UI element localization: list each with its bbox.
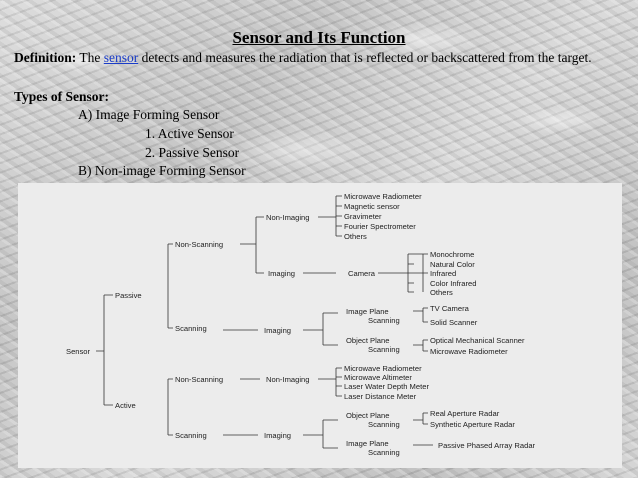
active-object-plane-item-1: Real Aperture Radar [430,409,500,418]
active-image-plane-scanning: Scanning [368,448,400,457]
definition-text: detects and measures the radiation that … [141,50,592,65]
camera-item-3: Infrared [430,269,456,278]
active-image-plane-label: Image Plane [346,439,389,448]
active-imaging: Imaging [264,431,291,440]
sensor-link[interactable]: sensor [103,50,139,65]
passive-nonimaging: Non-Imaging [266,213,309,222]
nonimaging-item-3: Gravimeter [344,212,382,221]
active-nonimaging: Non-Imaging [266,375,309,384]
image-plane-label: Image Plane [346,307,389,316]
nonimaging-item-4: Fourier Spectrometer [344,222,416,231]
sensor-classification-diagram: Sensor Passive Active Non-Scanning Scann… [18,183,622,468]
type-non-image-forming: B) Non-image Forming Sensor [78,163,246,178]
passive-scanning-imaging: Imaging [264,326,291,335]
camera-item-5: Others [430,288,453,297]
passive-imaging: Imaging [268,269,295,278]
type-active-sensor: 1. Active Sensor [145,126,234,141]
camera-item-2: Natural Color [430,260,475,269]
diagram-lines [96,195,433,449]
active-nonimaging-item-3: Laser Water Depth Meter [344,382,429,391]
passive-node: Passive [115,291,142,300]
camera-node: Camera [348,269,376,278]
active-image-plane-item-1: Passive Phased Array Radar [438,441,536,450]
image-plane-scanning: Scanning [368,316,400,325]
object-plane-item-2: Microwave Radiometer [430,347,508,356]
slide-title: Sensor and Its Function [232,28,406,47]
definition-paragraph: Definition: The sensor detects and measu… [14,49,618,66]
definition-label: Definition: [14,50,77,65]
active-object-plane-item-2: Synthetic Aperture Radar [430,420,515,429]
active-object-plane-label: Object Plane [346,411,389,420]
active-node: Active [115,401,136,410]
type-image-forming: A) Image Forming Sensor [78,107,220,122]
nonimaging-item-2: Magnetic sensor [344,202,400,211]
active-nonimaging-item-2: Microwave Altimeter [344,373,412,382]
image-plane-item-2: Solid Scanner [430,318,478,327]
nonimaging-item-5: Others [344,232,367,241]
object-plane-item-1: Optical Mechanical Scanner [430,336,525,345]
object-plane-scanning: Scanning [368,345,400,354]
active-nonscanning: Non-Scanning [175,375,223,384]
nonimaging-item-1: Microwave Radiometer [344,192,422,201]
type-passive-sensor: 2. Passive Sensor [145,145,240,160]
camera-item-1: Monochrome [430,250,474,259]
passive-scanning: Scanning [175,324,207,333]
camera-item-4: Color Infrared [430,279,476,288]
active-scanning: Scanning [175,431,207,440]
image-plane-item-1: TV Camera [430,304,470,313]
definition-pre: The [79,50,101,65]
root-sensor: Sensor [66,347,91,356]
active-object-plane-scanning: Scanning [368,420,400,429]
types-heading: Types of Sensor: [14,89,110,104]
passive-nonscanning: Non-Scanning [175,240,223,249]
active-nonimaging-item-4: Laser Distance Meter [344,392,417,401]
active-nonimaging-item-1: Microwave Radiometer [344,364,422,373]
object-plane-label: Object Plane [346,336,389,345]
